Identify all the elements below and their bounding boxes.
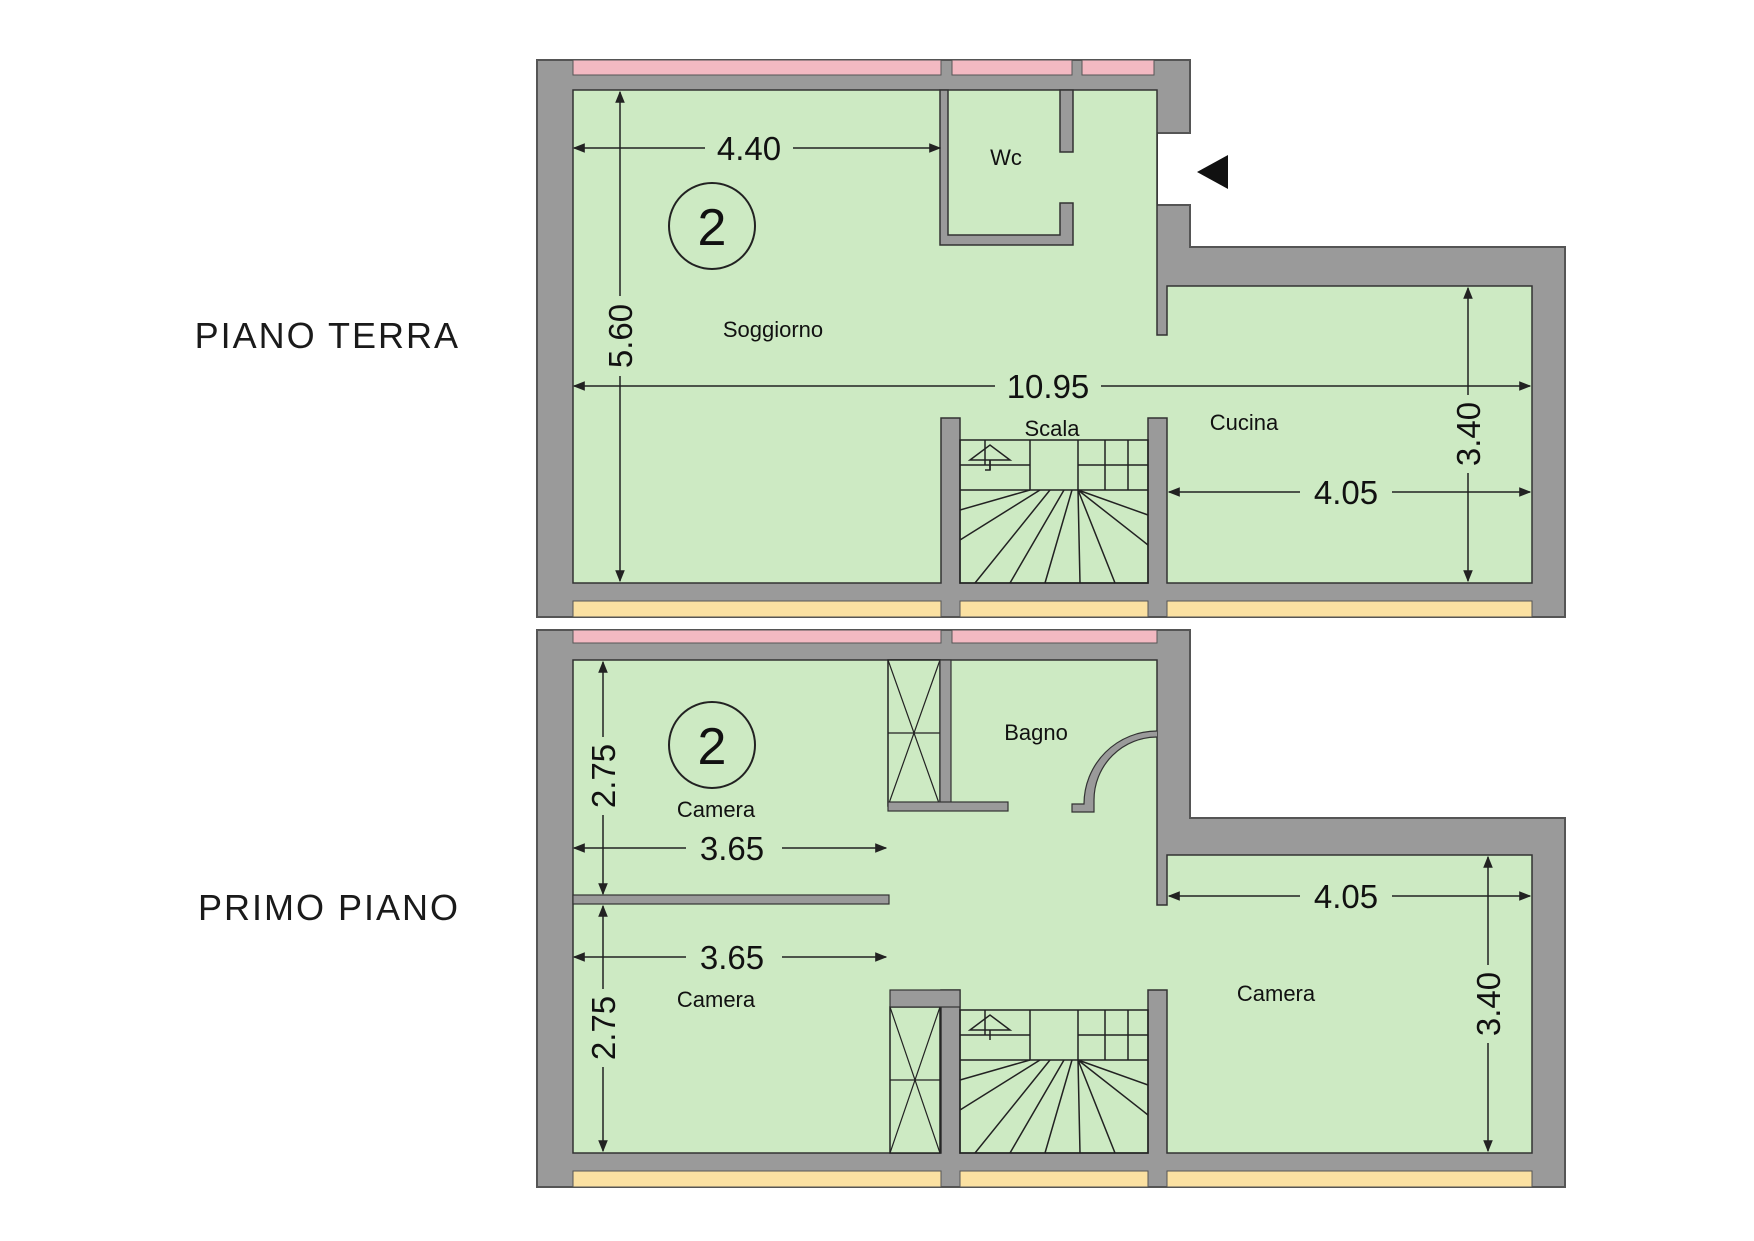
room-label-wc: Wc xyxy=(990,145,1022,170)
ground-dim-4-40: 4.40 xyxy=(717,130,781,167)
first-unit-circle xyxy=(668,701,756,789)
first-neighbor-bottom-1 xyxy=(572,1170,942,1188)
ground-wc-walls xyxy=(939,89,1074,246)
ground-dim-5-60: 5.60 xyxy=(602,304,639,368)
first-neighbor-top-1 xyxy=(572,629,942,644)
room-label-cucina: Cucina xyxy=(1210,410,1279,435)
first-dim-4-05: 4.05 xyxy=(1314,878,1378,915)
ground-stair xyxy=(959,439,1149,584)
ground-dim-10-95: 10.95 xyxy=(1007,368,1090,405)
room-label-camera-bottom: Camera xyxy=(677,987,756,1012)
first-wall-bath-left xyxy=(939,659,952,807)
room-label-scala: Scala xyxy=(1024,416,1080,441)
ground-neighbor-bottom-2 xyxy=(959,600,1149,618)
ground-neighbor-bottom-1 xyxy=(572,600,942,618)
first-floor-plan: 2 Bagno Camera Camera Camera 2.75 3.65 3… xyxy=(536,629,1566,1188)
first-wall-stair-top xyxy=(889,989,961,1008)
ground-room-floor xyxy=(572,89,1533,584)
first-dim-3-65-bottom: 3.65 xyxy=(700,939,764,976)
first-neighbor-top-2 xyxy=(951,629,1158,644)
ground-neighbor-top-2 xyxy=(951,59,1073,76)
ground-unit-circle xyxy=(668,182,756,270)
first-neighbor-bottom-2 xyxy=(959,1170,1149,1188)
ground-neighbor-top-1 xyxy=(572,59,942,76)
first-unit-number: 2 xyxy=(698,718,727,776)
first-wall-rooms-divider xyxy=(572,894,890,905)
first-dim-3-65-top: 3.65 xyxy=(700,830,764,867)
entrance-arrow-icon xyxy=(1197,155,1228,189)
first-room-floor xyxy=(572,659,1533,1154)
room-label-bagno: Bagno xyxy=(1004,720,1068,745)
floor-label-first: PRIMO PIANO xyxy=(197,887,460,928)
ground-neighbor-top-3 xyxy=(1081,59,1155,76)
first-stair xyxy=(959,1009,1149,1154)
room-label-camera-right: Camera xyxy=(1237,981,1316,1006)
ground-dim-3-40: 3.40 xyxy=(1450,402,1487,466)
ground-wc-wall-right xyxy=(1059,89,1074,153)
first-dim-3-40: 3.40 xyxy=(1470,972,1507,1036)
first-dim-2-75-top: 2.75 xyxy=(585,744,622,808)
ground-floor-plan: 2 Wc Soggiorno Scala Cucina 4.40 5.60 10… xyxy=(536,59,1566,618)
room-label-soggiorno: Soggiorno xyxy=(723,317,823,342)
first-bath-door-icon xyxy=(1071,730,1158,813)
first-dim-2-75-bottom: 2.75 xyxy=(585,996,622,1060)
first-neighbor-bottom-3 xyxy=(1166,1170,1533,1188)
ground-unit-number: 2 xyxy=(698,199,727,257)
room-label-camera-top: Camera xyxy=(677,797,756,822)
floor-label-ground: PIANO TERRA xyxy=(194,315,460,356)
ground-dim-4-05: 4.05 xyxy=(1314,474,1378,511)
first-wall-bath-bottom xyxy=(887,801,1009,812)
ground-neighbor-bottom-3 xyxy=(1166,600,1533,618)
